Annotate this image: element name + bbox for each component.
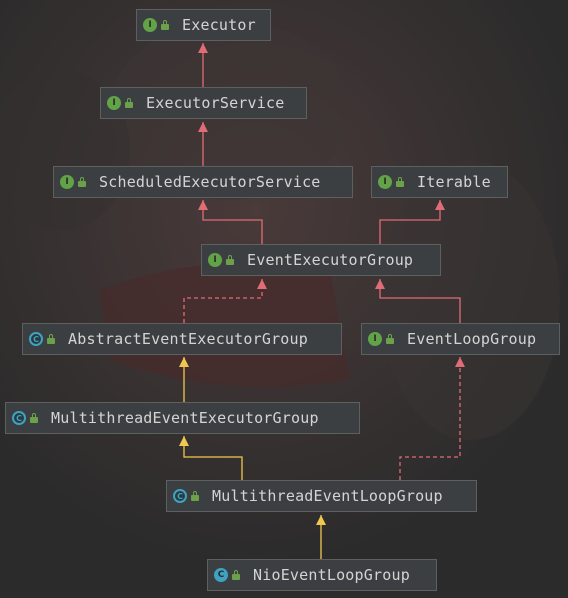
arrow-head — [375, 279, 385, 289]
edge-executorservice-executor — [198, 43, 208, 87]
public-lock-icon — [46, 334, 56, 344]
node-executor[interactable]: I Executor — [136, 9, 271, 41]
arrow-head — [435, 200, 445, 210]
public-lock-icon — [29, 413, 39, 423]
public-lock-icon — [190, 491, 200, 501]
node-label: EventExecutorGroup — [247, 251, 414, 269]
node-label: Iterable — [417, 173, 491, 191]
edge-abstract-eventexecutorgroup — [183, 279, 267, 323]
abstract-class-icon: C — [29, 332, 43, 346]
arrow-head — [198, 122, 208, 132]
arrow-head — [198, 43, 208, 53]
node-label: MultithreadEventExecutorGroup — [51, 409, 319, 427]
edge-nio-multithreadloop — [316, 515, 326, 559]
interface-icon: I — [60, 175, 74, 189]
arrow-head — [179, 436, 189, 446]
arrow-head — [198, 200, 208, 210]
arrow-head — [257, 279, 267, 289]
node-abstract-event-executor-group[interactable]: C AbstractEventExecutorGroup — [22, 323, 342, 355]
node-multithread-event-loop-group[interactable]: C MultithreadEventLoopGroup — [166, 480, 477, 512]
node-label: ScheduledExecutorService — [99, 173, 321, 191]
class-icon: C — [214, 568, 228, 582]
node-label: ExecutorService — [146, 94, 285, 112]
abstract-class-icon: C — [12, 411, 26, 425]
node-iterable[interactable]: I Iterable — [371, 166, 508, 198]
abstract-class-icon: C — [173, 489, 187, 503]
interface-icon: I — [143, 18, 157, 32]
public-lock-icon — [395, 177, 405, 187]
edge-eventexecutorgroup-scheduled — [198, 200, 263, 244]
node-nio-event-loop-group[interactable]: C NioEventLoopGroup — [207, 559, 437, 591]
edge-multithreadexecutor-abstract — [179, 357, 189, 402]
arrow-head — [316, 515, 326, 525]
interface-icon: I — [378, 175, 392, 189]
node-scheduled-executor-service[interactable]: I ScheduledExecutorService — [53, 166, 353, 198]
interface-icon: I — [107, 96, 121, 110]
edge-scheduled-executorservice — [198, 122, 208, 166]
arrow-head — [455, 357, 465, 367]
public-lock-icon — [231, 570, 241, 580]
public-lock-icon — [160, 20, 170, 30]
node-label: NioEventLoopGroup — [253, 566, 410, 584]
node-label: AbstractEventExecutorGroup — [68, 330, 308, 348]
public-lock-icon — [77, 177, 87, 187]
public-lock-icon — [124, 98, 134, 108]
node-label: Executor — [182, 16, 256, 34]
public-lock-icon — [225, 255, 235, 265]
interface-icon: I — [208, 253, 222, 267]
edge-multithreadloop-eventloopgroup — [399, 357, 465, 480]
node-label: EventLoopGroup — [407, 330, 537, 348]
node-multithread-event-executor-group[interactable]: C MultithreadEventExecutorGroup — [5, 402, 360, 434]
arrow-head — [179, 357, 189, 367]
node-event-loop-group[interactable]: I EventLoopGroup — [361, 323, 560, 355]
edge-multithreadloop-multithreadexecutor — [179, 436, 243, 480]
edge-eventexecutorgroup-iterable — [379, 200, 445, 244]
interface-icon: I — [368, 332, 382, 346]
edge-eventloopgroup-eventexecutorgroup — [375, 279, 461, 323]
node-label: MultithreadEventLoopGroup — [212, 487, 443, 505]
node-event-executor-group[interactable]: I EventExecutorGroup — [201, 244, 441, 276]
public-lock-icon — [385, 334, 395, 344]
node-executor-service[interactable]: I ExecutorService — [100, 87, 307, 119]
